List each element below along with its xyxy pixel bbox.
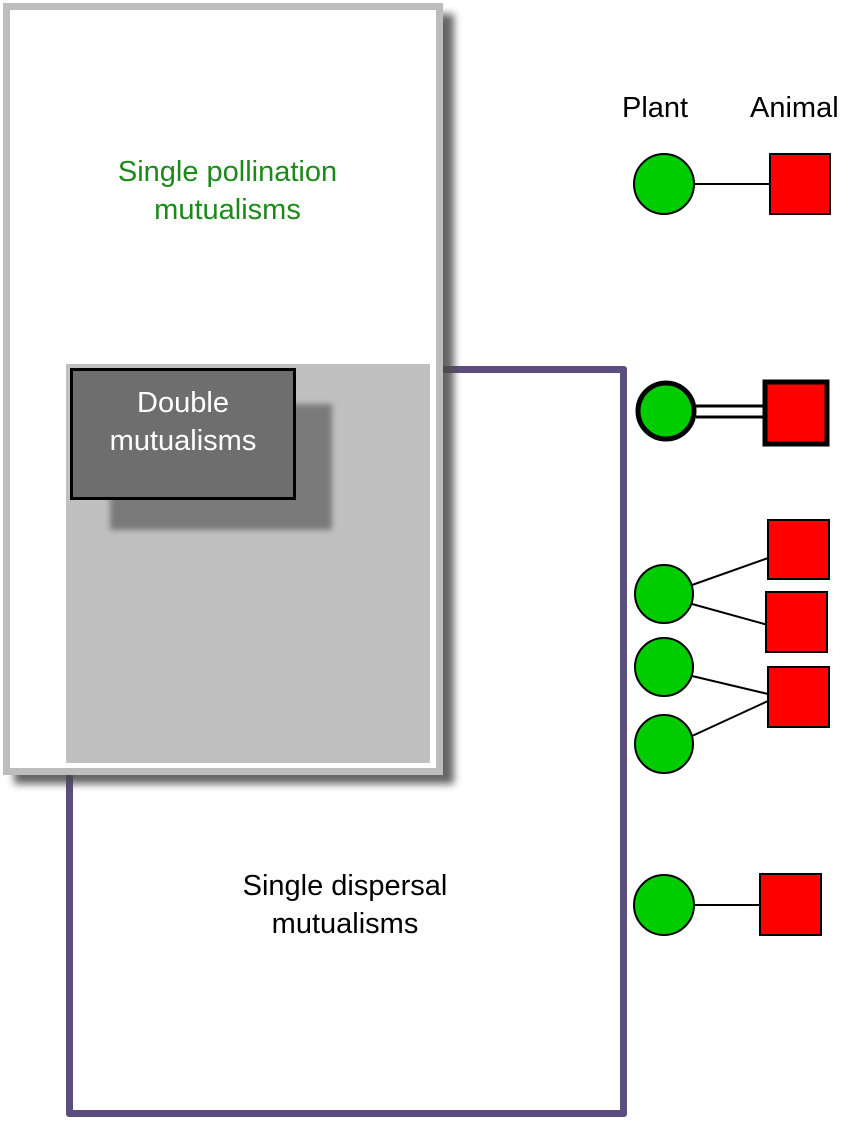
double-label: Double mutualisms bbox=[73, 384, 293, 460]
legend-single-pollination bbox=[633, 153, 831, 215]
animal-node bbox=[765, 591, 828, 653]
plant-node bbox=[635, 380, 697, 442]
legend-double-mutualism bbox=[635, 379, 830, 447]
link-line bbox=[691, 557, 769, 586]
pollination-label: Single pollination mutualisms bbox=[60, 153, 395, 229]
animal-node bbox=[769, 153, 831, 215]
link-line bbox=[691, 603, 769, 626]
plant-node bbox=[634, 564, 694, 624]
dispersal-label-line2: mutualisms bbox=[271, 908, 419, 940]
plant-node bbox=[633, 153, 695, 215]
animal-node bbox=[759, 873, 822, 936]
plant-node bbox=[634, 714, 694, 774]
plant-node bbox=[634, 637, 694, 697]
link-line bbox=[691, 700, 769, 737]
pollination-label-line1: Single pollination bbox=[117, 156, 338, 188]
pollination-label-line2: mutualisms bbox=[154, 194, 301, 226]
animal-node bbox=[762, 379, 830, 447]
link-line bbox=[691, 675, 769, 695]
animal-header: Animal bbox=[750, 92, 839, 124]
plant-node bbox=[633, 874, 695, 936]
legend-combined-network bbox=[634, 519, 830, 774]
double-label-line1: Double bbox=[137, 387, 229, 419]
animal-node bbox=[767, 519, 830, 580]
legend-single-dispersal bbox=[633, 873, 822, 936]
animal-node bbox=[767, 666, 830, 728]
double-region bbox=[70, 368, 296, 500]
double-label-line2: mutualisms bbox=[109, 425, 257, 457]
dispersal-label-line1: Single dispersal bbox=[242, 870, 448, 902]
plant-header: Plant bbox=[622, 92, 689, 124]
dispersal-label: Single dispersal mutualisms bbox=[175, 867, 515, 943]
